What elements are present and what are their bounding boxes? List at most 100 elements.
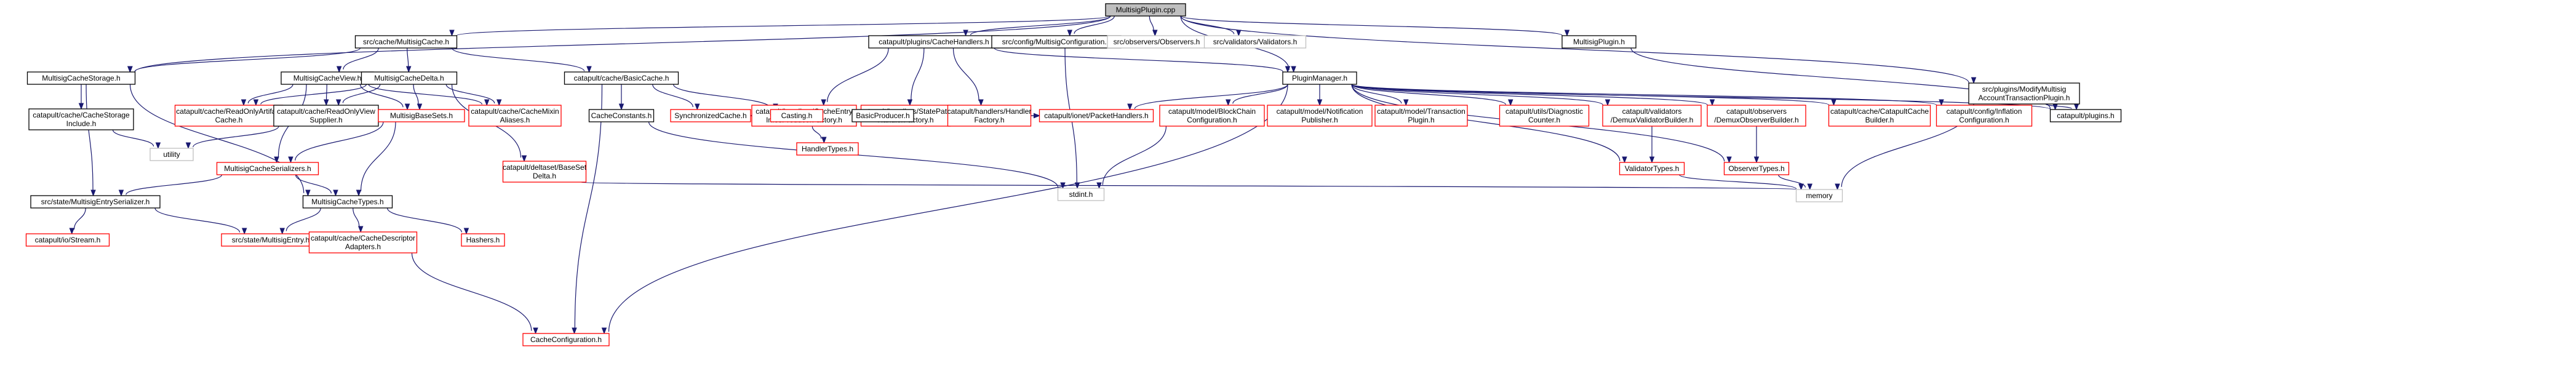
- node-entry-serializer[interactable]: src/state/MultisigEntrySerializer.h: [30, 195, 161, 209]
- node-label: catapult/handlers/Handler: [947, 107, 1032, 116]
- node-label: Adapters.h: [345, 242, 381, 251]
- node-label: BasicProducer.h: [856, 111, 909, 120]
- node-box: [1619, 162, 1685, 175]
- include-edge: [907, 47, 925, 106]
- include-edge: [253, 84, 367, 106]
- node-tx-plugin[interactable]: catapult/model/TransactionPlugin.h: [1374, 105, 1468, 127]
- node-label: MultisigCacheDelta.h: [374, 74, 444, 82]
- include-edge: [652, 84, 700, 111]
- node-base-sets[interactable]: MultisigBaseSets.h: [378, 109, 465, 122]
- node-label: src/state/MultisigEntrySerializer.h: [41, 197, 150, 206]
- node-sync-cache[interactable]: SynchronizedCache.h: [670, 109, 751, 122]
- include-edge: [1031, 113, 1040, 119]
- node-basic-cache[interactable]: catapult/cache/BasicCache.h: [564, 71, 679, 85]
- node-ms-cache[interactable]: src/cache/MultisigCache.h: [354, 35, 458, 49]
- node-label: Publisher.h: [1301, 116, 1338, 124]
- node-basic-producer[interactable]: BasicProducer.h: [851, 109, 914, 122]
- include-edge: [821, 47, 889, 106]
- node-box: [564, 71, 679, 85]
- node-label: catapult/cache/CacheStorage: [33, 111, 130, 119]
- node-label: /DemuxValidatorBuilder.h: [1611, 116, 1694, 124]
- node-label: HandlerTypes.h: [802, 145, 853, 153]
- node-io-stream[interactable]: catapult/io/Stream.h: [25, 233, 110, 247]
- node-demux-validator[interactable]: catapult/validators/DemuxValidatorBuilde…: [1602, 105, 1702, 127]
- include-edge: [411, 252, 538, 335]
- node-box: [302, 195, 393, 209]
- node-hashers[interactable]: Hashers.h: [461, 233, 505, 247]
- node-ms-delta[interactable]: MultisigCacheDelta.h: [361, 71, 458, 85]
- node-box: [1105, 3, 1186, 17]
- node-label: catapult/cache/BasicCache.h: [574, 74, 669, 82]
- include-edge: [1351, 84, 1409, 106]
- node-box: [1282, 71, 1357, 85]
- node-plugin-manager[interactable]: PluginManager.h: [1282, 71, 1357, 85]
- include-edge: [1351, 84, 1627, 164]
- node-label: ObserverTypes.h: [1728, 164, 1784, 173]
- node-box: [354, 35, 458, 49]
- node-stdint: stdint.h: [1057, 188, 1105, 201]
- node-ms-entry[interactable]: src/state/MultisigEntry.h: [221, 233, 321, 247]
- node-label: Supplier.h: [309, 116, 342, 124]
- node-root[interactable]: MultisigPlugin.cpp: [1105, 3, 1186, 17]
- node-box: [361, 71, 458, 85]
- node-label: catapult/config/Inflation: [1947, 107, 2022, 116]
- node-box: [1795, 189, 1843, 202]
- node-label: MultisigCacheStorage.h: [42, 74, 120, 82]
- include-edge: [295, 174, 338, 197]
- node-casting[interactable]: Casting.h: [770, 109, 824, 122]
- node-label: Include.h: [66, 119, 97, 128]
- node-box: [796, 142, 859, 156]
- node-box: [1057, 188, 1105, 201]
- node-label: AccountTransactionPlugin.h: [1979, 94, 2070, 102]
- node-packet-handlers[interactable]: catapult/ionet/PacketHandlers.h: [1039, 109, 1154, 122]
- include-edge: [811, 126, 827, 144]
- node-box: [947, 105, 1032, 127]
- node-label: catapult/ionet/PacketHandlers.h: [1044, 111, 1148, 120]
- node-ms-cache-types[interactable]: MultisigCacheTypes.h: [302, 195, 393, 209]
- node-plugins-h[interactable]: catapult/plugins.h: [2049, 109, 2122, 122]
- node-label: MultisigBaseSets.h: [390, 111, 453, 120]
- node-cache-handlers[interactable]: catapult/plugins/CacheHandlers.h: [868, 35, 1000, 49]
- node-cache-constants[interactable]: CacheConstants.h: [588, 109, 655, 122]
- node-handler-types[interactable]: HandlerTypes.h: [796, 142, 859, 156]
- include-edge: [86, 84, 96, 197]
- node-box: [25, 233, 110, 247]
- node-ms-config[interactable]: src/config/MultisigConfiguration.h: [991, 35, 1122, 49]
- node-ms-plugin-h[interactable]: MultisigPlugin.h: [1561, 35, 1637, 49]
- node-validator-types[interactable]: ValidatorTypes.h: [1619, 162, 1685, 175]
- node-demux-observer[interactable]: catapult/observers/DemuxObserverBuilder.…: [1707, 105, 1806, 127]
- node-label: MultisigPlugin.cpp: [1116, 6, 1176, 14]
- node-box: [28, 108, 134, 130]
- include-edge: [336, 47, 379, 73]
- node-label: Counter.h: [1528, 116, 1560, 124]
- node-label: ValidatorTypes.h: [1625, 164, 1680, 173]
- include-edge: [127, 47, 361, 73]
- node-box: [1723, 162, 1790, 175]
- node-label: PluginManager.h: [1292, 74, 1347, 82]
- node-box: [30, 195, 161, 209]
- node-label: catapult/io/Stream.h: [35, 236, 101, 244]
- node-label: catapult/cache/ReadOnlyView: [277, 107, 375, 116]
- node-label: utility: [163, 150, 180, 159]
- node-label: catapult/model/Notification: [1277, 107, 1363, 116]
- include-edge: [288, 121, 384, 164]
- node-cache-configuration[interactable]: CacheConfiguration.h: [522, 333, 610, 346]
- node-ms-storage[interactable]: MultisigCacheStorage.h: [26, 71, 136, 85]
- node-observer-types[interactable]: ObserverTypes.h: [1723, 162, 1790, 175]
- include-edge: [406, 47, 412, 73]
- node-ms-serializers[interactable]: MultisigCacheSerializers.h: [216, 162, 319, 175]
- node-modify-plugin[interactable]: src/plugins/ModifyMultisigAccountTransac…: [1968, 82, 2080, 105]
- node-ms-view[interactable]: MultisigCacheView.h: [281, 71, 374, 85]
